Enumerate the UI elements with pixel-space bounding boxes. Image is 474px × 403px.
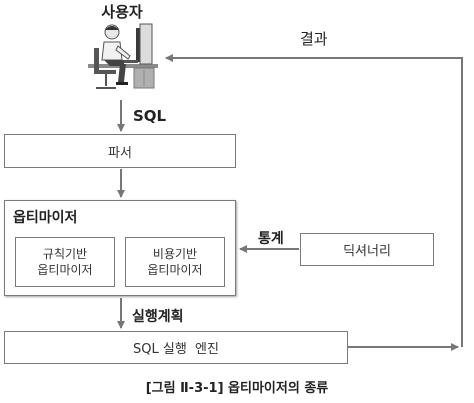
arrow-result-to-user bbox=[165, 54, 463, 347]
cost-based-line1: 비용기반 bbox=[152, 247, 198, 261]
engine-box: SQL 실행 엔진 bbox=[4, 331, 348, 364]
parser-box: 파서 bbox=[4, 134, 236, 168]
cost-based-line2: 옵티마이저 bbox=[147, 263, 203, 277]
result-label: 결과 bbox=[300, 30, 328, 48]
rule-based-line1: 규칙기반 bbox=[42, 247, 88, 261]
optimizer-title: 옵티마이저 bbox=[13, 210, 78, 226]
cost-based-optimizer-box: 비용기반 옵티마이저 bbox=[125, 237, 225, 287]
dictionary-label: 딕셔너리 bbox=[343, 244, 391, 259]
parser-label: 파서 bbox=[108, 145, 132, 161]
user-label: 사용자 bbox=[101, 3, 143, 21]
figure-caption: [그림 Ⅱ-3-1] 옵티마이저의 종류 bbox=[145, 381, 329, 396]
optimizer-box: 옵티마이저 규칙기반 옵티마이저 비용기반 옵티마이저 bbox=[4, 200, 236, 296]
engine-label: SQL 실행 엔진 bbox=[133, 342, 219, 357]
plan-label: 실행계획 bbox=[132, 309, 184, 325]
statistics-label: 통계 bbox=[258, 231, 284, 247]
rule-based-optimizer-box: 규칙기반 옵티마이저 bbox=[15, 237, 115, 287]
dictionary-box: 딕셔너리 bbox=[300, 233, 434, 266]
sql-label: SQL bbox=[133, 107, 167, 125]
user-icon bbox=[82, 20, 162, 92]
rule-based-line2: 옵티마이저 bbox=[37, 263, 93, 277]
